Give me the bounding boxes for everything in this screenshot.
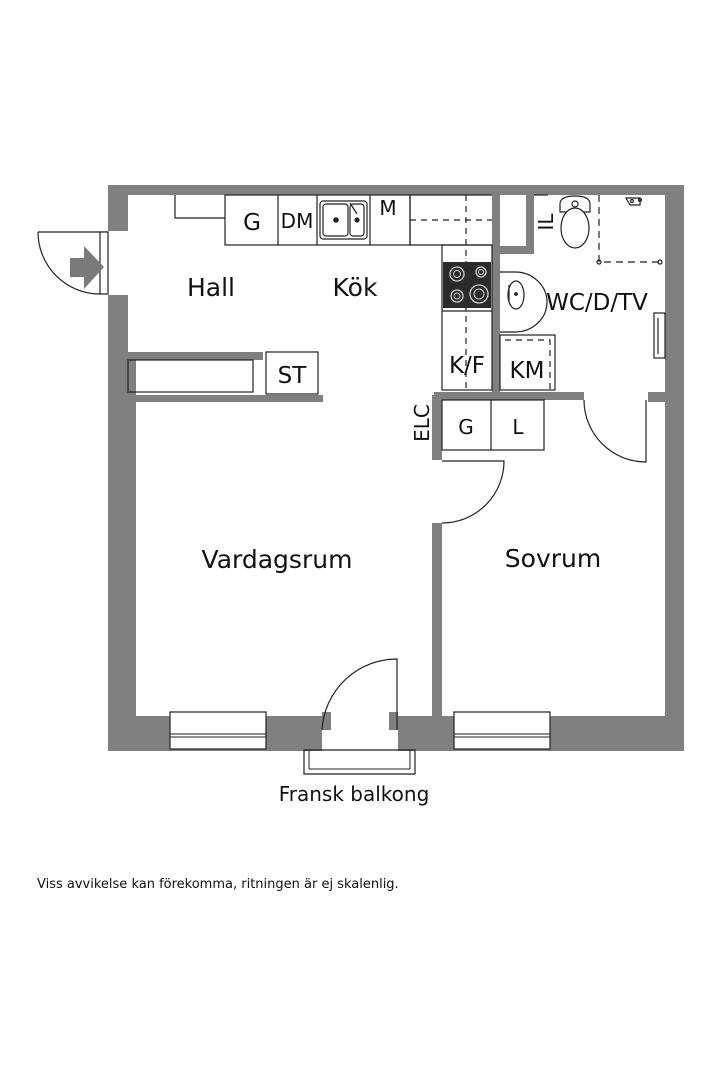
fixture-label-g-closet: G [458,415,474,439]
fixture-label-dm: DM [281,209,314,233]
room-label-wc: WC/D/TV [546,290,648,316]
fixture-label-elc: ELC [410,404,434,442]
windows [169,711,551,750]
room-label-sovrum: Sovrum [505,544,601,573]
room-label-vardagsrum: Vardagsrum [202,545,353,574]
fixture-label-kf: K/F [449,353,485,379]
fixture-label-l: L [512,415,524,439]
room-label-kok: Kök [333,273,378,302]
fixture-label-g-kitchen: G [243,210,261,236]
interior-walls [128,192,668,720]
bathroom-fixtures [499,194,666,391]
interior-doors [441,399,647,524]
room-label-hall: Hall [187,273,235,302]
fixture-label-il: IL [534,213,558,231]
fixture-label-st: ST [278,363,308,389]
kitchen-counter [174,194,493,391]
storage-units [127,351,545,451]
sink [319,200,368,240]
balcony-label: Fransk balkong [279,782,430,806]
fixture-label-m: M [379,196,396,220]
balcony-door [303,658,416,775]
stove [443,262,491,308]
fixture-label-km: KM [510,358,545,384]
disclaimer-text: Viss avvikelse kan förekomma, ritningen … [37,877,399,892]
entrance-arrow-icon [70,246,104,289]
exterior-walls [108,185,684,751]
